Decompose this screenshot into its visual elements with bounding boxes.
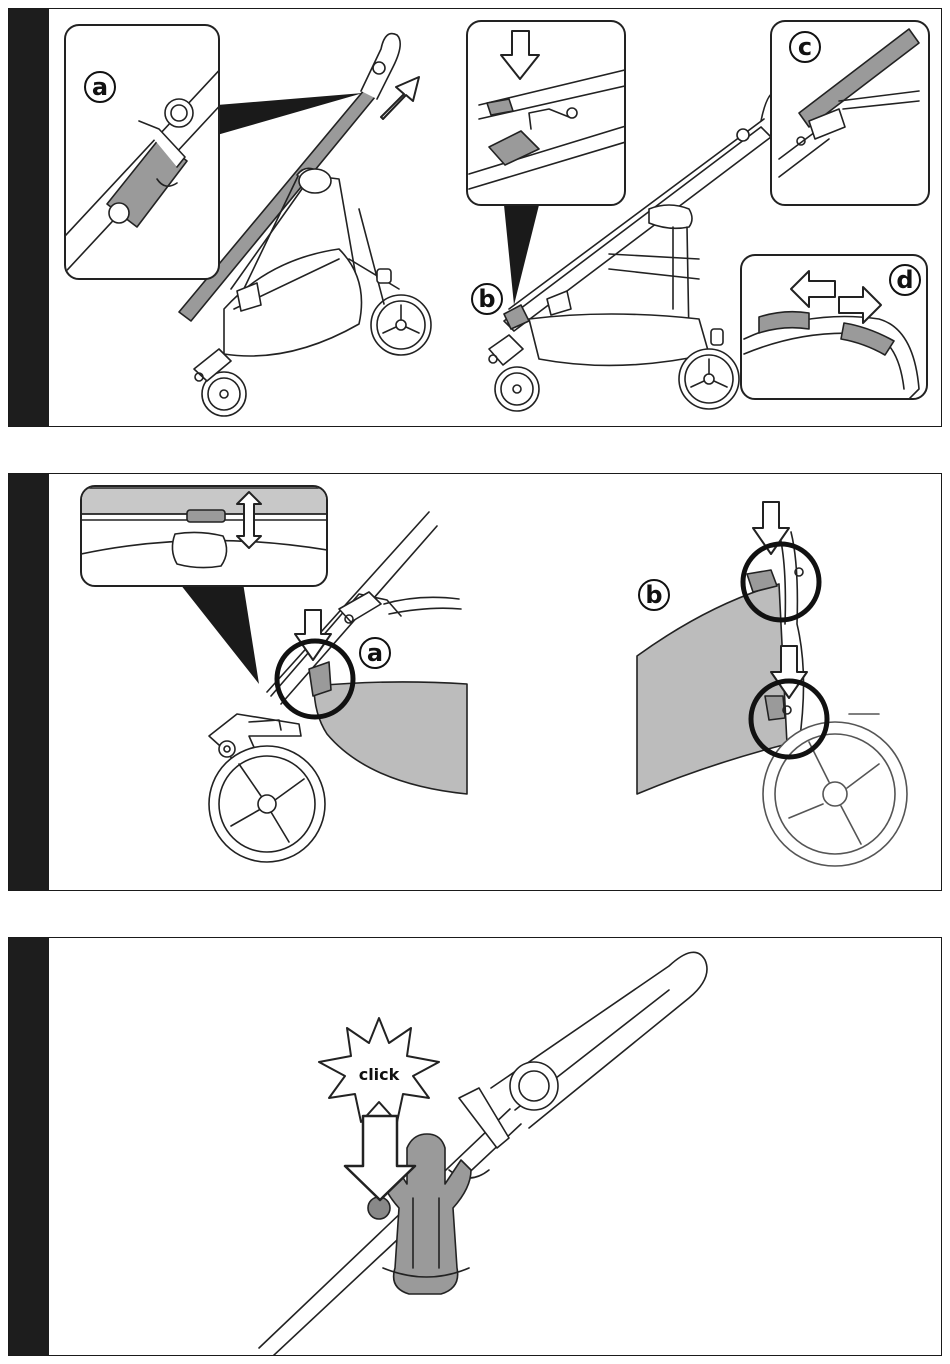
step-label-c: c: [790, 32, 820, 62]
inset-detail-b: [467, 21, 629, 205]
callout-pointer: [169, 570, 259, 684]
label-text: b: [645, 581, 662, 609]
step-label-b: b: [472, 284, 502, 314]
label-text: a: [92, 73, 108, 101]
click-label: click: [359, 1065, 400, 1084]
label-text: c: [798, 33, 812, 61]
direction-arrow-up-right-icon: [381, 77, 419, 119]
panel-2-illustration: a b: [9, 474, 942, 891]
step-label-a: a: [360, 638, 390, 668]
handle-and-cupholder-illustration: [259, 952, 707, 1356]
instruction-panel-1: a b c d: [8, 8, 942, 427]
label-text: b: [478, 285, 495, 313]
step-label-d: d: [890, 265, 920, 295]
label-text: d: [896, 266, 913, 294]
panel-3-illustration: click: [9, 938, 942, 1356]
step-label-b: b: [639, 580, 669, 610]
inset-detail-brake: [81, 486, 327, 586]
label-text: a: [367, 639, 383, 667]
panel-1-illustration: a b c d: [9, 9, 942, 427]
step-label-a: a: [85, 72, 115, 102]
inset-detail-a: [39, 25, 239, 281]
rear-frame-closeup: [637, 532, 907, 866]
instruction-panel-3: click: [8, 937, 942, 1356]
instruction-panel-2: a b: [8, 473, 942, 891]
